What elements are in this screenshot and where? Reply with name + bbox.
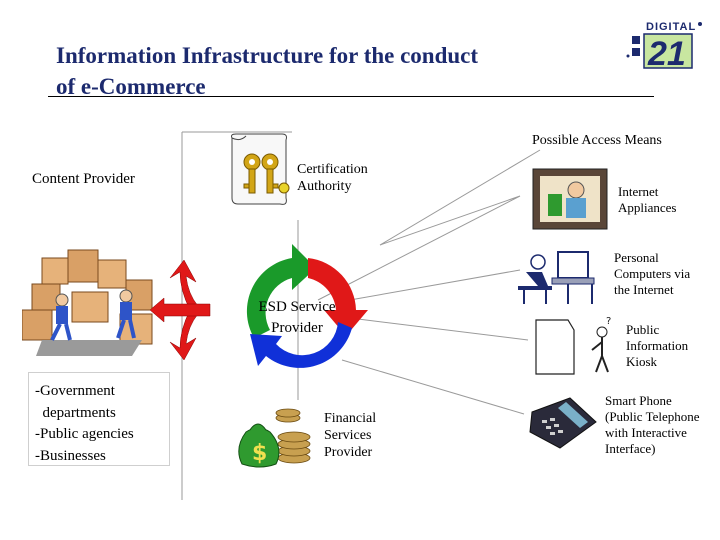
providers-line-2: departments — [35, 404, 116, 421]
phone-line-3: with Interactive — [605, 425, 687, 440]
esd-line-1: ESD Service — [258, 299, 336, 315]
esd-service-provider-label: ESD Service Provider — [254, 297, 340, 339]
certification-authority-label: Certification Authority — [297, 161, 368, 195]
internet-appliances-label: Internet Appliances — [618, 184, 676, 216]
svg-text:$: $ — [252, 441, 267, 466]
boxes-worker-illustration — [22, 240, 162, 360]
certificate-keys-icon — [226, 132, 294, 208]
providers-line-1: -Government — [35, 383, 115, 399]
financial-line-3: Provider — [324, 445, 373, 460]
title-underline — [48, 96, 654, 97]
pc-user-icon — [512, 246, 598, 306]
financial-line-1: Financial — [324, 411, 377, 426]
providers-line-4: -Businesses — [35, 447, 106, 464]
phone-line-4: Interface) — [605, 441, 656, 456]
internet-appliance-icon — [532, 168, 608, 230]
content-provider-label: Content Provider — [32, 171, 135, 187]
providers-line-3: -Public agencies — [35, 426, 134, 442]
kiosk-line-1: Public — [626, 322, 660, 337]
ca-line-2: Authority — [297, 179, 352, 194]
financial-line-2: Services — [324, 428, 372, 443]
kiosk-line-2: Information — [626, 338, 689, 353]
red-arrows-icon — [150, 260, 230, 360]
personal-computers-label: Personal Computers via the Internet — [614, 250, 690, 298]
ca-line-1: Certification — [297, 162, 368, 177]
pc-line-1: Personal — [614, 250, 659, 265]
svg-text:?: ? — [606, 316, 611, 327]
ia-line-2: Appliances — [618, 200, 677, 215]
ia-line-1: Internet — [618, 184, 659, 199]
svg-text:DIGITAL: DIGITAL — [646, 21, 696, 33]
public-kiosk-label: Public Information Kiosk — [626, 322, 688, 370]
page-title: Information Infrastructure for the condu… — [56, 40, 616, 102]
digital21-logo: DIGITAL 21 — [624, 16, 704, 72]
esd-line-2: Provider — [271, 320, 323, 336]
pc-line-3: the Internet — [614, 282, 674, 297]
financial-services-label: Financial Services Provider — [324, 410, 376, 461]
circular-arrows-icon — [230, 238, 376, 384]
pc-line-2: Computers via — [614, 266, 691, 281]
phone-line-2: (Public Telephone — [605, 409, 700, 424]
kiosk-icon: ? — [534, 316, 618, 376]
money-bag-icon: $ — [232, 404, 320, 470]
providers-box: -Government departments -Public agencies… — [28, 372, 170, 466]
svg-text:21: 21 — [647, 35, 686, 72]
phone-line-1: Smart Phone — [605, 393, 672, 408]
smart-phone-label: Smart Phone (Public Telephone with Inter… — [605, 393, 700, 457]
smart-phone-icon — [526, 392, 602, 452]
possible-access-means-label: Possible Access Means — [532, 133, 662, 148]
title-line-1: Information Infrastructure for the condu… — [56, 43, 479, 68]
kiosk-line-3: Kiosk — [626, 354, 658, 369]
title-line-2: of e-Commerce — [56, 74, 206, 99]
